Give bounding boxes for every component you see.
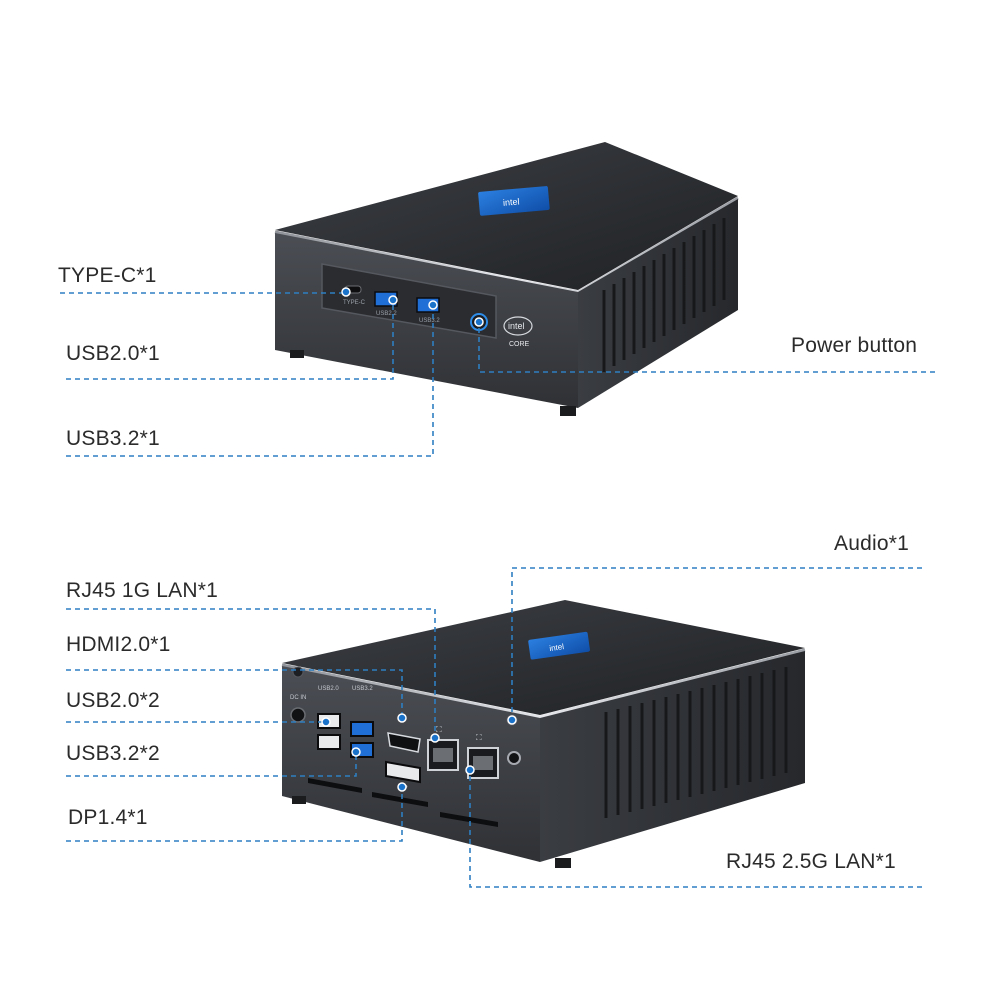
front-device-foot: [560, 406, 576, 416]
rear-device-foot: [555, 858, 571, 868]
rear-device-face: [282, 666, 540, 862]
rear-usb3-port-1: [350, 721, 374, 737]
svg-text:intel: intel: [508, 321, 525, 331]
lan1-contacts: [433, 748, 453, 762]
front-usb2-print: USB2.2: [376, 311, 397, 317]
rear-device-rim: [281, 648, 806, 719]
callout-line-hdmi: [66, 669, 403, 718]
rear-slot: [440, 812, 498, 827]
rear-audio-jack: [507, 751, 521, 765]
svg-text:intel: intel: [549, 642, 565, 653]
label-type-c: TYPE-C*1: [58, 264, 157, 287]
callout-line-rear-usb32: [66, 752, 357, 777]
rear-top-intel-badge: intel: [528, 631, 590, 660]
rear-screw: [292, 666, 304, 678]
front-typec-print: TYPE-C: [343, 300, 366, 306]
callout-lines: [60, 292, 935, 888]
callout-line-audio: [511, 567, 922, 718]
rear-device-vents: [604, 667, 788, 818]
callout-line-rj45-1g: [66, 608, 436, 742]
front-top-intel-badge: intel: [478, 186, 550, 216]
label-front-usb32: USB3.2*1: [66, 427, 160, 450]
front-device-vents: [602, 218, 726, 372]
front-usb3-print: USB3.2: [419, 318, 440, 324]
lan1-network-icon: ⛶: [435, 725, 442, 734]
label-rear-usb32: USB3.2*2: [66, 742, 160, 765]
lan2-contacts: [473, 756, 493, 770]
front-device-top: [275, 142, 738, 290]
rear-device: intel DC IN USB2.0 USB3.2 DP ⛶ ⛶: [281, 600, 806, 868]
front-device: intel TYPE-C USB2.2 USB3.2 ⏻ intel CORE: [274, 142, 739, 416]
rear-slot: [308, 778, 362, 793]
callout-line-dp: [66, 787, 403, 842]
label-audio: Audio*1: [834, 532, 909, 555]
label-power-button: Power button: [791, 334, 918, 357]
callout-line-front-usb20: [66, 305, 394, 380]
callout-line-rj45-25g: [469, 770, 922, 888]
rear-usb3-print: USB3.2: [352, 686, 373, 692]
rear-usb2-port-2: [317, 734, 341, 750]
callout-line-power: [478, 325, 935, 373]
rear-dcin-print: DC IN: [290, 695, 306, 701]
lan2-network-icon: ⛶: [475, 733, 482, 742]
rear-slot: [372, 792, 428, 807]
rear-device-foot: [292, 796, 306, 804]
label-rj45-1g: RJ45 1G LAN*1: [66, 579, 219, 602]
label-front-usb20: USB2.0*1: [66, 342, 160, 365]
rear-dcin-port: [290, 707, 306, 723]
label-rj45-25g: RJ45 2.5G LAN*1: [726, 850, 896, 873]
label-dp: DP1.4*1: [68, 806, 148, 829]
callout-dots: [321, 287, 517, 792]
rear-usb2-print: USB2.0: [318, 686, 339, 692]
svg-text:CORE: CORE: [509, 341, 530, 348]
label-hdmi: HDMI2.0*1: [66, 633, 171, 656]
front-intel-core-logo: intel CORE: [503, 316, 533, 348]
label-rear-usb20: USB2.0*2: [66, 689, 160, 712]
front-device-foot: [290, 350, 304, 358]
front-device-side: [578, 199, 738, 408]
rear-hdmi-port: [387, 732, 421, 753]
svg-text:intel: intel: [503, 196, 520, 207]
rear-dp-port: [385, 760, 421, 784]
